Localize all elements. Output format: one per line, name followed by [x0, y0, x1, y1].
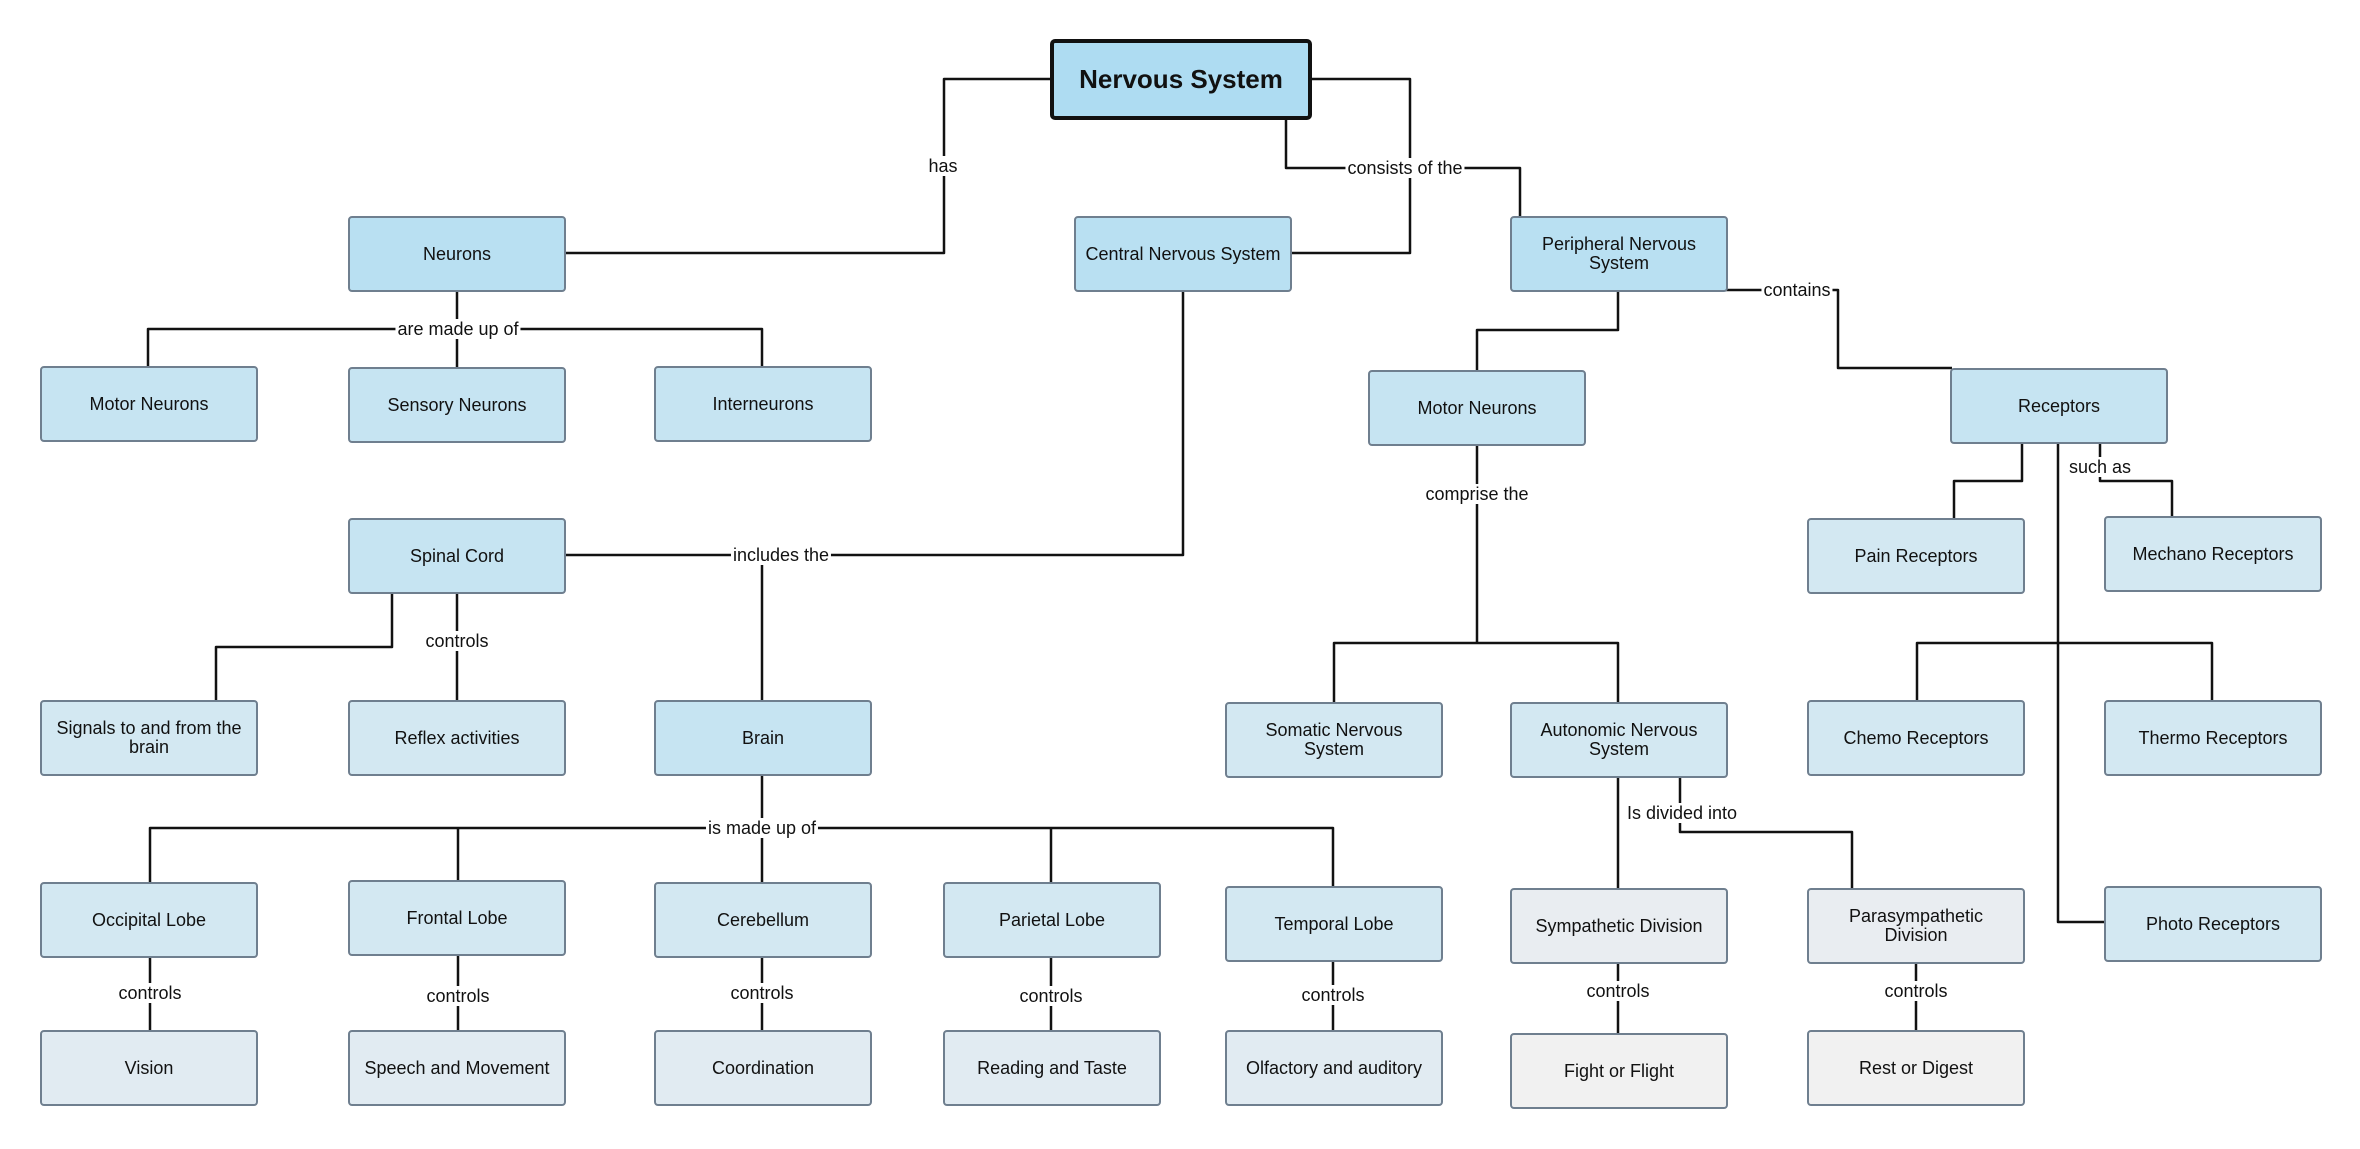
node-central-nervous-system[interactable]: Central Nervous System — [1074, 216, 1292, 292]
node-interneurons[interactable]: Interneurons — [654, 366, 872, 442]
node-photo-receptors[interactable]: Photo Receptors — [2104, 886, 2322, 962]
node-signals[interactable]: Signals to and from the brain — [40, 700, 258, 776]
node-cerebellum[interactable]: Cerebellum — [654, 882, 872, 958]
node-peripheral-nervous-system[interactable]: Peripheral Nervous System — [1510, 216, 1728, 292]
edge-label-includes-the: includes the — [730, 545, 832, 565]
node-rest-or-digest[interactable]: Rest or Digest — [1807, 1030, 2025, 1106]
node-spinal-cord[interactable]: Spinal Cord — [348, 518, 566, 594]
node-pain-receptors[interactable]: Pain Receptors — [1807, 518, 2025, 594]
node-mechano-receptors[interactable]: Mechano Receptors — [2104, 516, 2322, 592]
edge-label-controls-frontal: controls — [424, 986, 492, 1006]
edge-label-consists-of-the: consists of the — [1345, 158, 1465, 178]
node-chemo-receptors[interactable]: Chemo Receptors — [1807, 700, 2025, 776]
edge-label-controls-sympathetic: controls — [1584, 981, 1652, 1001]
node-frontal-lobe[interactable]: Frontal Lobe — [348, 880, 566, 956]
node-neurons[interactable]: Neurons — [348, 216, 566, 292]
edge-label-are-made-up-of: are made up of — [395, 319, 521, 339]
node-coordination[interactable]: Coordination — [654, 1030, 872, 1106]
node-somatic-nervous-system[interactable]: Somatic Nervous System — [1225, 702, 1443, 778]
node-thermo-receptors[interactable]: Thermo Receptors — [2104, 700, 2322, 776]
edge-label-is-divided-into: Is divided into — [1624, 803, 1740, 823]
node-reflex-activities[interactable]: Reflex activities — [348, 700, 566, 776]
node-receptors[interactable]: Receptors — [1950, 368, 2168, 444]
edge-label-controls-parasympathetic: controls — [1882, 981, 1950, 1001]
node-sensory-neurons[interactable]: Sensory Neurons — [348, 367, 566, 443]
node-reading-and-taste[interactable]: Reading and Taste — [943, 1030, 1161, 1106]
edge-label-comprise-the: comprise the — [1423, 484, 1531, 504]
edge-label-controls-occipital: controls — [116, 983, 184, 1003]
node-olfactory-and-auditory[interactable]: Olfactory and auditory — [1225, 1030, 1443, 1106]
edge-label-is-made-up-of: is made up of — [705, 818, 819, 838]
edge-label-controls-parietal: controls — [1017, 986, 1085, 1006]
node-autonomic-nervous-system[interactable]: Autonomic Nervous System — [1510, 702, 1728, 778]
edge-label-has: has — [926, 156, 960, 176]
node-motor-neurons-right[interactable]: Motor Neurons — [1368, 370, 1586, 446]
node-fight-or-flight[interactable]: Fight or Flight — [1510, 1033, 1728, 1109]
edge-label-controls-temporal: controls — [1299, 985, 1367, 1005]
node-occipital-lobe[interactable]: Occipital Lobe — [40, 882, 258, 958]
node-nervous-system[interactable]: Nervous System — [1050, 39, 1312, 120]
node-sympathetic-division[interactable]: Sympathetic Division — [1510, 888, 1728, 964]
node-vision[interactable]: Vision — [40, 1030, 258, 1106]
node-brain[interactable]: Brain — [654, 700, 872, 776]
node-motor-neurons-left[interactable]: Motor Neurons — [40, 366, 258, 442]
node-parietal-lobe[interactable]: Parietal Lobe — [943, 882, 1161, 958]
node-parasympathetic-division[interactable]: Parasympathetic Division — [1807, 888, 2025, 964]
edge-label-controls-cerebellum: controls — [728, 983, 796, 1003]
edge-label-contains: contains — [1761, 280, 1833, 300]
edge-label-such-as: such as — [2066, 457, 2134, 477]
edge-label-controls-spinal: controls — [423, 631, 491, 651]
node-temporal-lobe[interactable]: Temporal Lobe — [1225, 886, 1443, 962]
node-speech-and-movement[interactable]: Speech and Movement — [348, 1030, 566, 1106]
